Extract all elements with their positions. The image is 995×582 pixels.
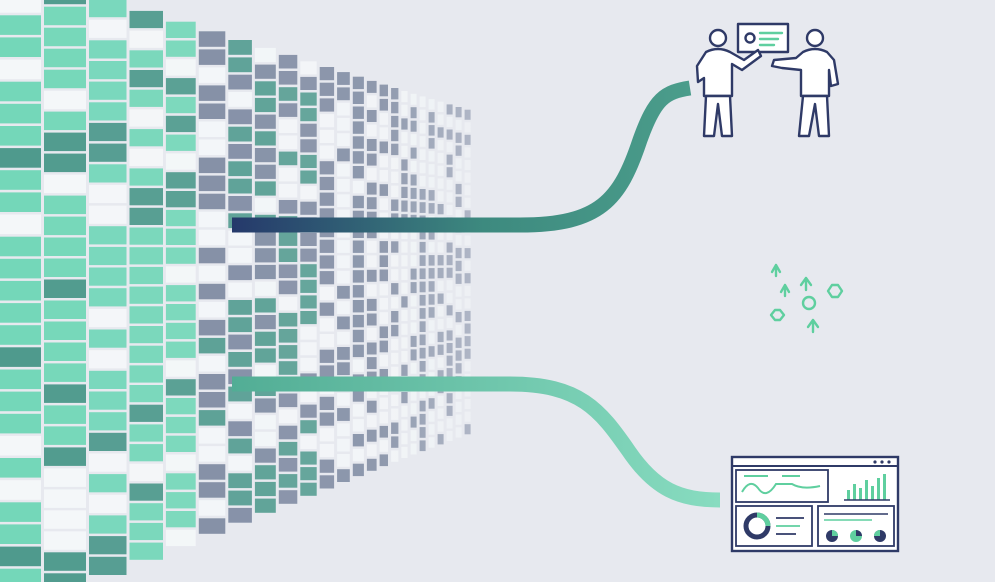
dashboard-icon	[730, 455, 900, 553]
particle-up-1	[770, 263, 782, 278]
particle-ring-1	[801, 295, 817, 311]
stream-to-dashboard	[232, 376, 721, 508]
particle-up-3	[799, 276, 813, 292]
particle-hex-1	[826, 283, 844, 299]
particle-up-2	[779, 283, 791, 298]
grid-fade-overlay	[0, 0, 530, 582]
person-right	[770, 28, 840, 138]
stream-to-collaboration	[232, 80, 692, 233]
dashboard-line-panel	[735, 469, 829, 503]
person-left	[695, 28, 763, 138]
people-presenting-icon	[695, 22, 840, 138]
scattered-dots-icon	[769, 263, 844, 334]
particle-hex-2	[769, 308, 786, 322]
dashboard-bar-chart	[844, 474, 890, 501]
particle-up-4	[806, 318, 820, 334]
streams	[232, 80, 758, 508]
